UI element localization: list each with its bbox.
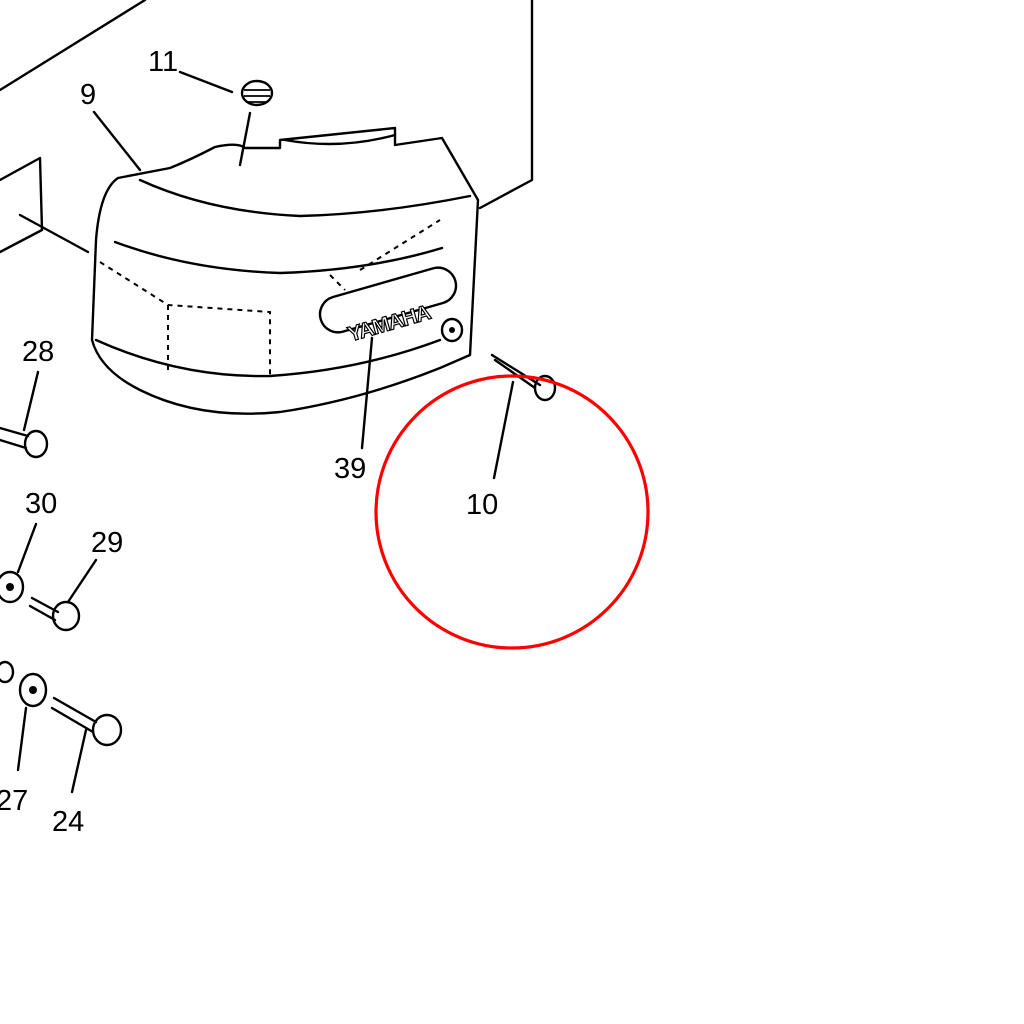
label-29: 29	[91, 527, 123, 559]
screw-hole	[440, 317, 464, 343]
engine-cover	[90, 126, 480, 415]
screw-10	[490, 353, 557, 402]
label-24: 24	[52, 806, 84, 838]
label-10: 10	[466, 489, 498, 521]
label-11: 11	[148, 46, 178, 78]
washer-30	[0, 570, 25, 604]
yamaha-badge: YAMAHA	[318, 266, 458, 347]
label-27: 27	[0, 785, 28, 817]
label-28: 28	[22, 336, 54, 368]
frame-lines	[0, 0, 534, 254]
label-39: 39	[334, 453, 366, 485]
washer-27	[0, 660, 48, 708]
label-9: 9	[80, 79, 96, 111]
bolt-24	[50, 696, 123, 747]
pin-28	[0, 426, 49, 459]
grommet-11	[240, 79, 274, 107]
label-30: 30	[25, 488, 57, 520]
leader-lines	[16, 70, 515, 794]
highlight-circle	[374, 374, 650, 650]
bolt-29	[28, 596, 81, 632]
badge-logo-text: YAMAHA	[345, 301, 433, 347]
